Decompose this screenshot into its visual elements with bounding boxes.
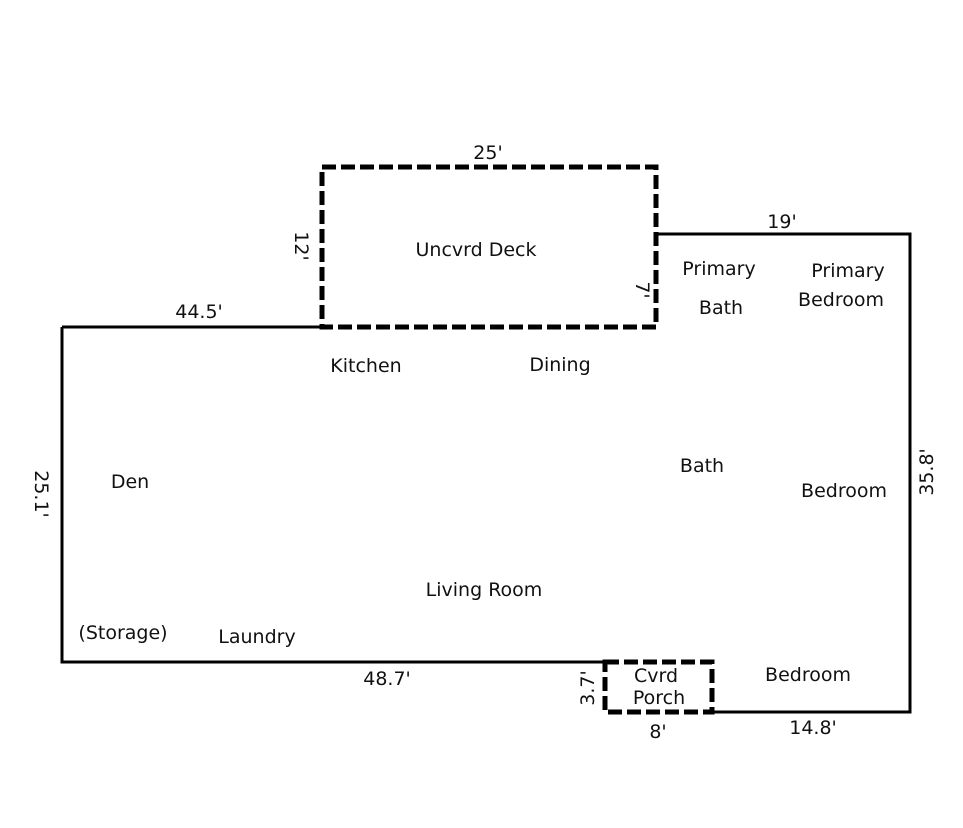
room-label-kitchen: Kitchen <box>330 355 401 377</box>
room-label-deck: Uncvrd Deck <box>416 239 537 261</box>
room-label-primary-bedroom-line1: Primary <box>811 260 884 282</box>
dimension-porch-width: 8' <box>649 721 666 743</box>
room-label-dining: Dining <box>529 354 590 376</box>
dimension-primary-width: 19' <box>767 211 796 233</box>
room-label-living-room: Living Room <box>426 579 543 601</box>
dimension-deck-width: 25' <box>473 142 502 164</box>
exterior-wall <box>60 232 912 714</box>
room-label-porch-line2: Porch <box>633 687 685 709</box>
dimension-east-wall: 35.8' <box>916 448 938 496</box>
room-label-den: Den <box>111 471 149 493</box>
room-label-bath: Bath <box>680 455 724 477</box>
dimension-west-wall: 25.1' <box>30 470 52 518</box>
dimension-south-wall: 48.7' <box>363 668 411 690</box>
room-label-bedroom: Bedroom <box>801 480 887 502</box>
room-label-primary-bath-line1: Primary <box>682 258 755 280</box>
room-label-primary-bedroom-line2: Bedroom <box>798 289 884 311</box>
dimension-deck-inner: 7' <box>631 281 653 298</box>
dimension-south-east-wall: 14.8' <box>789 717 837 739</box>
dimension-deck-depth: 12' <box>290 231 312 260</box>
room-label-storage: (Storage) <box>78 622 167 644</box>
room-label-porch-line1: Cvrd <box>634 665 678 687</box>
dimension-north-wall: 44.5' <box>175 301 223 323</box>
room-label-primary-bath-line2: Bath <box>699 297 743 319</box>
dimension-porch-depth: 3.7' <box>577 670 599 705</box>
room-label-laundry: Laundry <box>218 626 295 648</box>
covered-porch-outline <box>602 659 715 715</box>
room-label-bedroom-south: Bedroom <box>765 664 851 686</box>
